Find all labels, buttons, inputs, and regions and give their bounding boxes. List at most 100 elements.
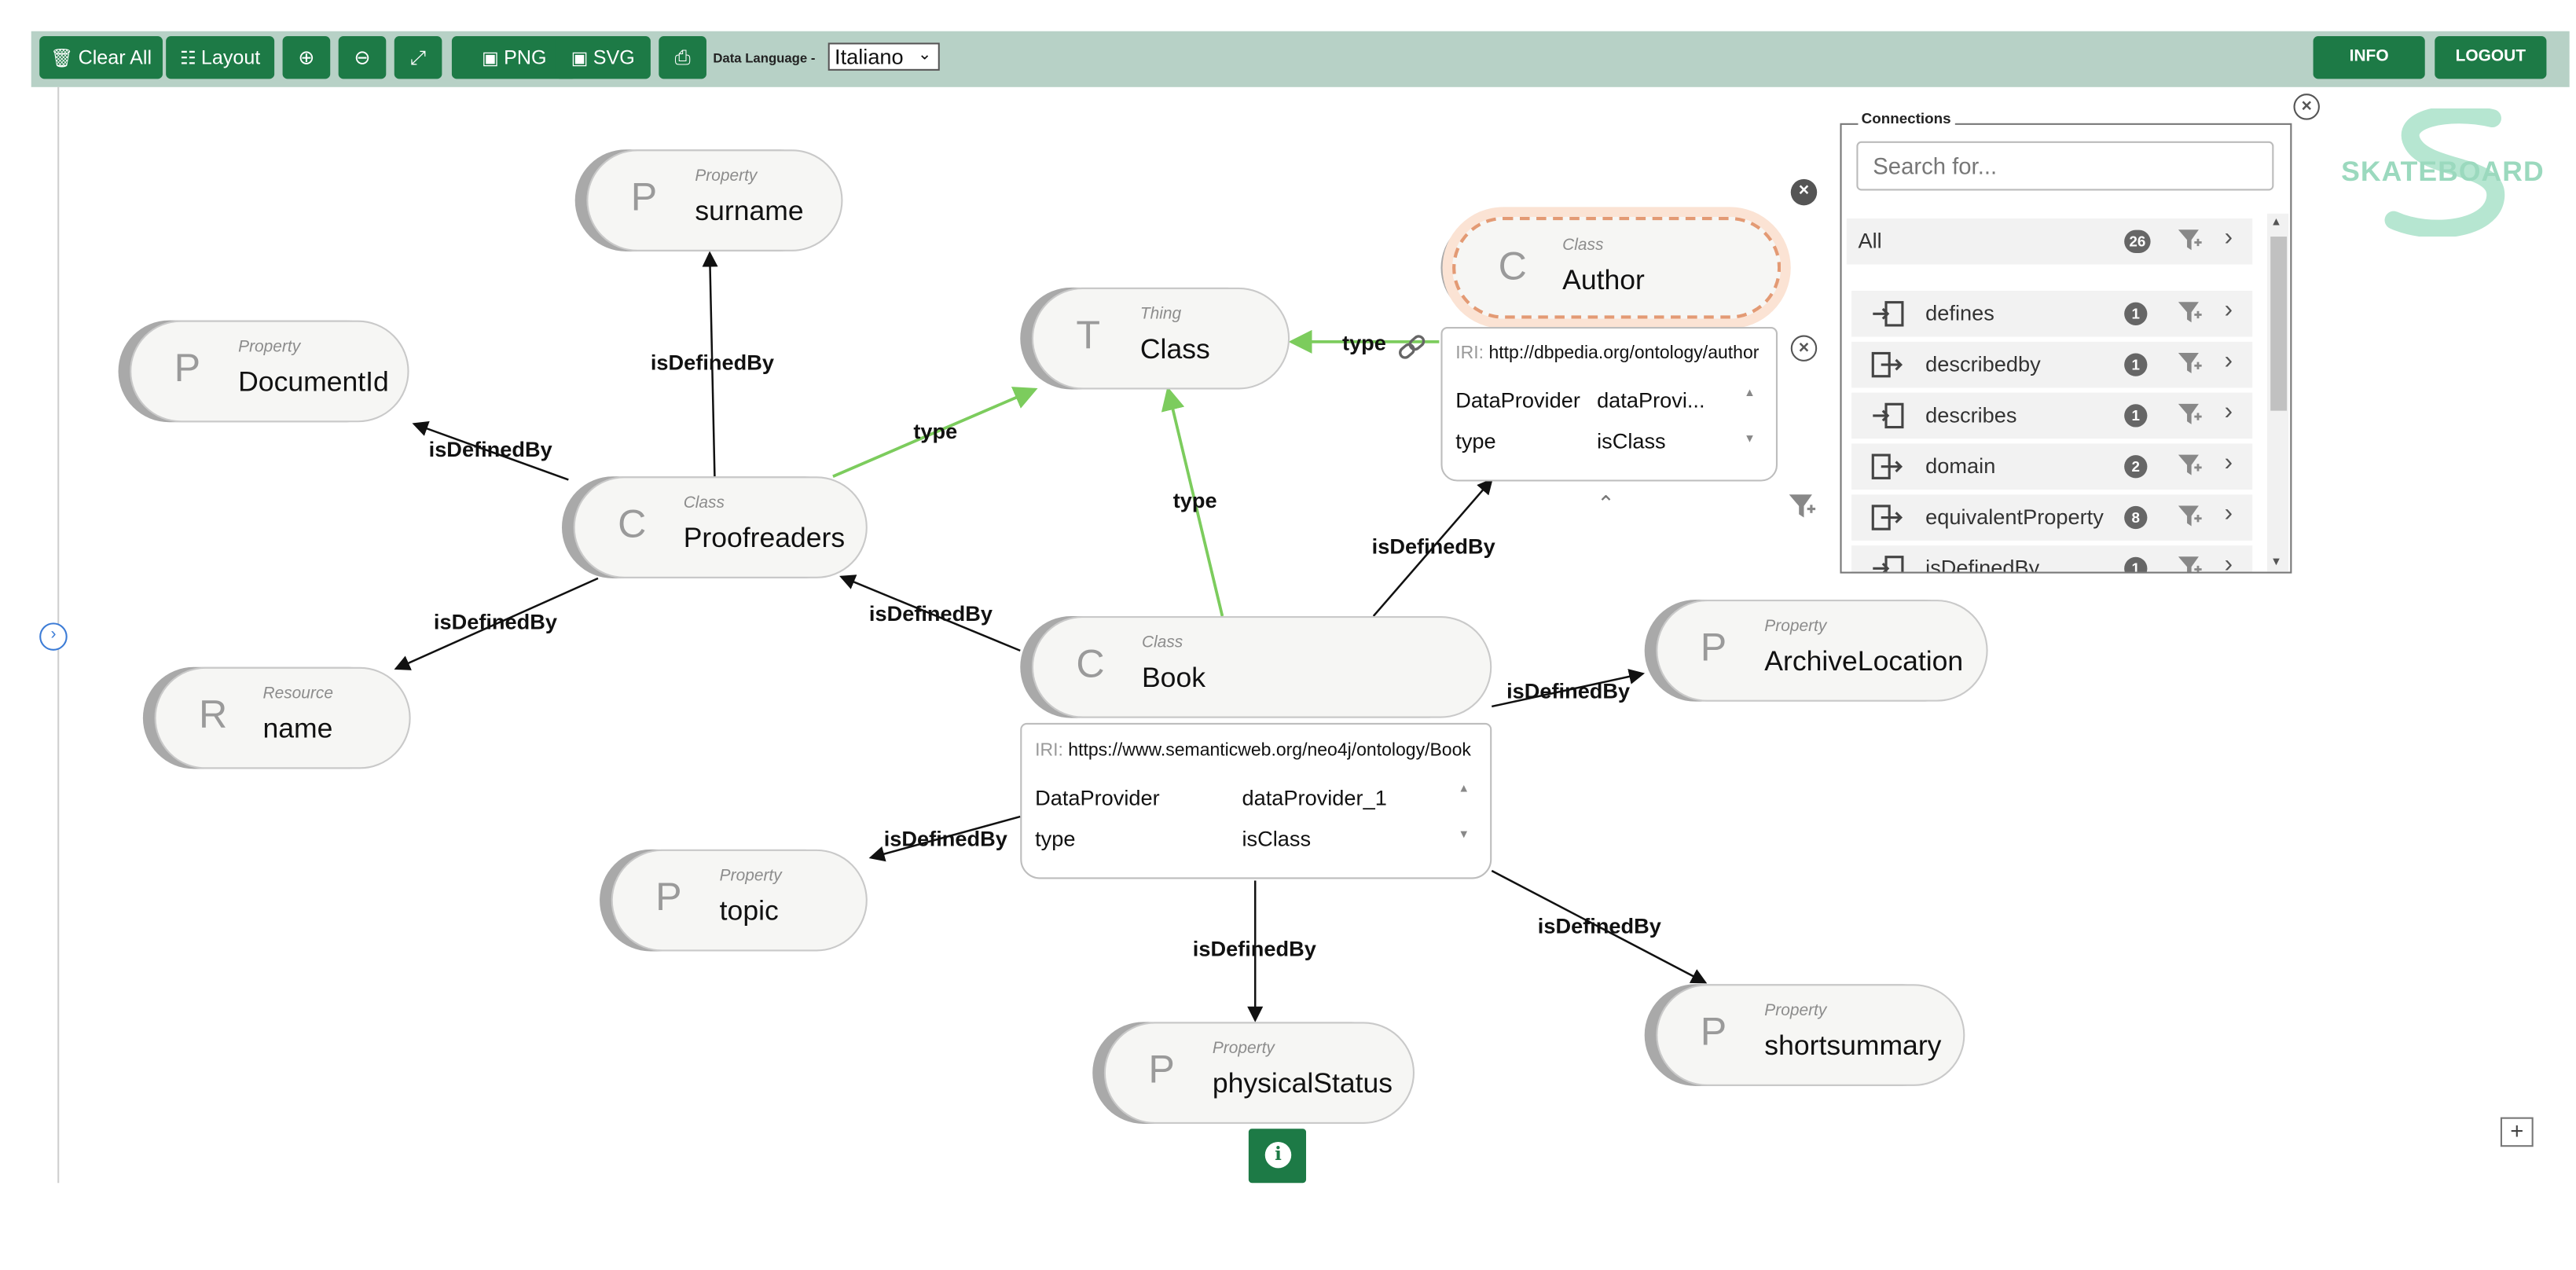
node-physicalstatus[interactable]: P Property physicalStatus — [1103, 1022, 1415, 1124]
edge-label-book-author: isDefinedBy — [1371, 534, 1495, 559]
skateboard-logo — [2384, 108, 2505, 237]
data-language-select[interactable]: Italiano⌄ — [827, 42, 940, 71]
node-archivelocation[interactable]: P Property ArchiveLocation — [1656, 600, 1988, 702]
node-book[interactable]: C Class Book — [1031, 615, 1492, 718]
close-author-icon[interactable]: × — [1790, 178, 1818, 206]
toolbar: 🗑Clear All ☷Layout ⊕ ⊖ ⤢ ▣PNG ▣SVG ⎙ Dat… — [31, 31, 2570, 87]
filter-icon[interactable] — [2177, 350, 2203, 376]
edge-book-class — [1161, 386, 1224, 617]
node-proofreaders[interactable]: C Class Proofreaders — [573, 476, 868, 578]
data-language-label: Data Language - — [713, 50, 816, 66]
node-shortsummary[interactable]: P Property shortsummary — [1656, 984, 1965, 1086]
zoom-out-icon: ⊖ — [354, 46, 371, 69]
author-iri: IRI: http://dbpedia.org/ontology/author — [1455, 343, 1760, 364]
sign-in-icon — [1873, 402, 1904, 429]
zoom-out-button[interactable]: ⊖ — [338, 35, 387, 79]
author-popup-scrollbar[interactable]: ▲▼ — [1744, 387, 1756, 446]
info-panel-toggle[interactable]: i — [1248, 1129, 1307, 1184]
book-details-popup: IRI: https://www.semanticweb.org/neo4j/o… — [1020, 722, 1492, 879]
export-svg-button[interactable]: ▣SVG — [555, 35, 651, 79]
filter-icon[interactable] — [1788, 491, 1818, 521]
chevron-right-icon[interactable]: › — [2224, 499, 2233, 528]
filter-icon[interactable] — [2177, 227, 2203, 253]
sign-in-icon — [1873, 556, 1904, 572]
node-author[interactable]: C Class Author — [1452, 216, 1782, 319]
edge-label-book-type: type — [1172, 487, 1217, 513]
node-name[interactable]: R Resource name — [154, 666, 411, 769]
print-button[interactable]: ⎙ — [659, 35, 706, 79]
layout-button[interactable]: ☷Layout — [166, 35, 275, 79]
connections-panel: Connections Search for... All 26 › defin… — [1840, 110, 2292, 574]
clear-all-button[interactable]: 🗑Clear All — [39, 35, 163, 79]
filter-icon[interactable] — [2177, 503, 2203, 529]
book-popup-scrollbar[interactable]: ▲▼ — [1458, 784, 1470, 842]
trash-icon: 🗑 — [50, 49, 74, 69]
node-surname[interactable]: P Property surname — [586, 149, 843, 251]
node-class[interactable]: T Thing Class — [1031, 287, 1290, 390]
zoom-in-button[interactable]: ⊕ — [282, 35, 331, 79]
edge-book-shortsummary — [1491, 869, 1708, 984]
info-button[interactable]: INFO — [2313, 35, 2425, 79]
edge-book-author — [1372, 478, 1493, 617]
close-popup-icon[interactable]: × — [1790, 335, 1818, 362]
print-icon: ⎙ — [674, 46, 691, 69]
edge-label-documentid: isDefinedBy — [428, 437, 552, 462]
edge-book-topic — [868, 815, 1021, 862]
chevron-right-icon[interactable]: › — [2224, 347, 2233, 375]
sign-out-icon — [1871, 351, 1903, 378]
edge-label-name: isDefinedBy — [433, 609, 558, 634]
filter-icon[interactable] — [2177, 452, 2203, 478]
link-icon — [1399, 335, 1426, 359]
chevron-right-icon: › — [50, 626, 57, 644]
close-connections-icon[interactable]: × — [2293, 94, 2320, 120]
connections-search-input[interactable]: Search for... — [1856, 141, 2274, 191]
chevron-right-icon[interactable]: › — [2224, 397, 2233, 426]
add-node-icon[interactable]: + — [2500, 1117, 2534, 1147]
chevron-right-icon[interactable]: › — [2224, 295, 2233, 324]
filter-icon[interactable] — [2177, 299, 2203, 325]
node-topic[interactable]: P Property topic — [611, 849, 868, 952]
chevron-right-icon[interactable]: › — [2224, 550, 2233, 572]
edge-label-book-archive: isDefinedBy — [1506, 678, 1631, 703]
book-iri: IRI: https://www.semanticweb.org/neo4j/o… — [1035, 740, 1471, 761]
zoom-in-icon: ⊕ — [298, 46, 315, 69]
edge-label-book-topic: isDefinedBy — [883, 826, 1007, 851]
logout-button[interactable]: LOGOUT — [2435, 35, 2547, 79]
logo-text: SKATEBOARD — [2341, 156, 2545, 188]
sidebar-expand-button[interactable]: › — [39, 622, 68, 651]
scrollbar-thumb[interactable] — [2270, 237, 2288, 411]
edge-book-archivelocation — [1491, 669, 1646, 708]
chevron-right-icon[interactable]: › — [2224, 448, 2233, 477]
edge-label-book-proofreaders: isDefinedBy — [868, 601, 993, 626]
fit-screen-button[interactable]: ⤢ — [394, 35, 442, 79]
edge-proofreaders-class — [832, 387, 1038, 479]
connections-all-row[interactable]: All 26 › — [1846, 218, 2253, 265]
chevron-down-icon: ⌄ — [917, 46, 932, 64]
edge-label-surname: isDefinedBy — [650, 350, 774, 375]
chevron-right-icon[interactable]: › — [2224, 223, 2233, 251]
edge-label-book-physical: isDefinedBy — [1192, 936, 1316, 962]
filter-icon[interactable] — [2177, 554, 2203, 572]
collapse-chevron-up-icon[interactable]: ⌃ — [1597, 491, 1615, 516]
edge-proofreaders-surname — [702, 251, 718, 477]
connections-scrollbar[interactable]: ▲ ▼ — [2267, 213, 2289, 572]
edge-book-proofreaders — [839, 574, 1021, 652]
node-documentid[interactable]: P Property DocumentId — [130, 320, 409, 423]
info-icon: i — [1264, 1141, 1292, 1169]
filter-icon[interactable] — [2177, 401, 2203, 427]
edge-label-book-short: isDefinedBy — [1537, 913, 1661, 938]
sitemap-icon: ☷ — [180, 49, 196, 69]
